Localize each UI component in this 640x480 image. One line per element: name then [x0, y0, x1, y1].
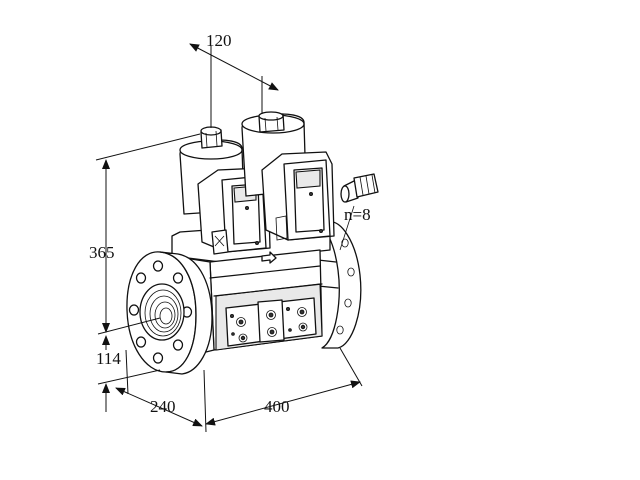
- solenoid-left: [179, 126, 271, 255]
- dimension-365-label: 365: [89, 243, 115, 262]
- dimension-114-label: 114: [96, 349, 121, 368]
- flange-hole-count-label: n=8: [344, 205, 371, 224]
- front-flange: [126, 251, 213, 375]
- dimension-365: [95, 133, 201, 335]
- flow-arrow: [261, 251, 277, 264]
- port-plate: [225, 297, 317, 347]
- dimension-120: [189, 43, 279, 128]
- cable-gland-icon: [339, 173, 379, 251]
- solenoid-right: [241, 111, 335, 241]
- dimension-400-label: 400: [264, 397, 290, 416]
- dimension-120-label: 120: [206, 31, 232, 50]
- dimension-240-label: 240: [150, 397, 176, 416]
- dimension-400: [205, 347, 363, 426]
- dimension-114: [97, 335, 161, 412]
